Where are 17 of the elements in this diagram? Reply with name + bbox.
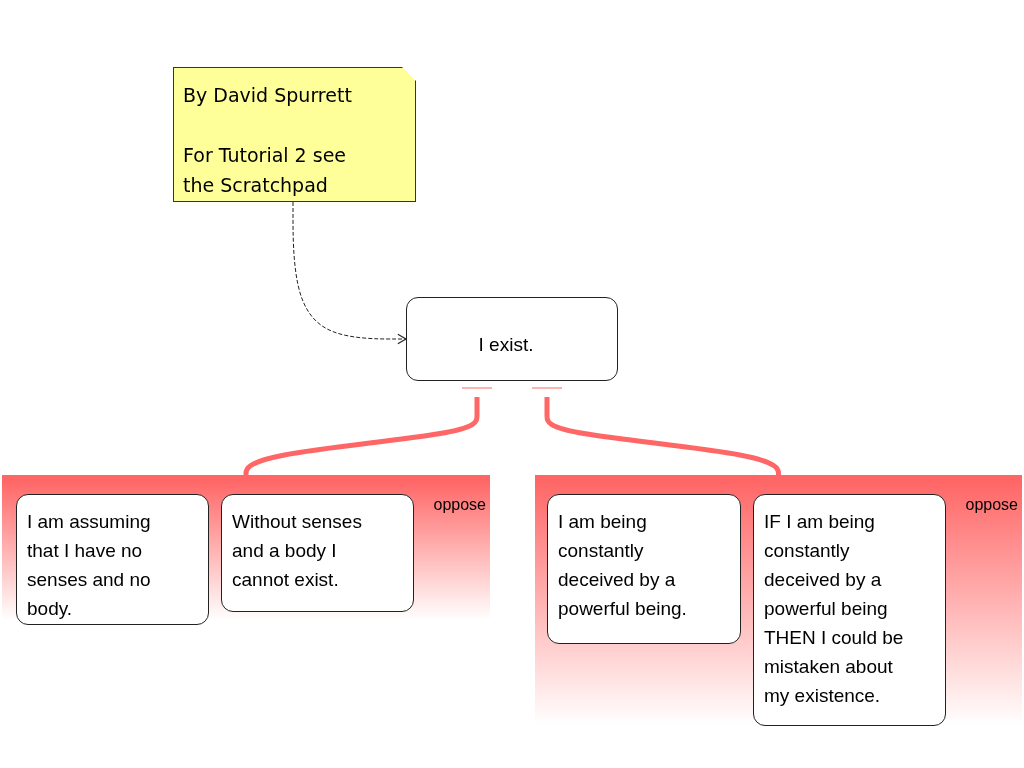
note-text: For Tutorial 2 see the Scratchpad xyxy=(183,143,348,198)
relation-label: oppose xyxy=(965,496,1018,514)
claim-box xyxy=(406,297,618,381)
objection-band xyxy=(535,475,1022,725)
claim-box xyxy=(547,494,741,644)
claim-text: I exist. xyxy=(477,333,535,357)
note-text: By David Spurrett xyxy=(183,83,353,108)
claim-text: I am assuming that I have no senses and no body. xyxy=(27,510,152,621)
claim-box xyxy=(16,494,209,625)
claim-box xyxy=(221,494,414,612)
claim-text: Without senses and a body I cannot exist. xyxy=(232,510,363,592)
dashed-arrow xyxy=(292,201,407,345)
sticky-note xyxy=(173,67,416,202)
relation-label: oppose xyxy=(433,496,486,514)
claim-box xyxy=(753,494,946,726)
claim-text: I am being constantly deceived by a powerful being. xyxy=(558,510,688,621)
claim-text: IF I am being constantly deceived by a powerful being THEN I could be mistaken about my existence. xyxy=(764,510,905,708)
